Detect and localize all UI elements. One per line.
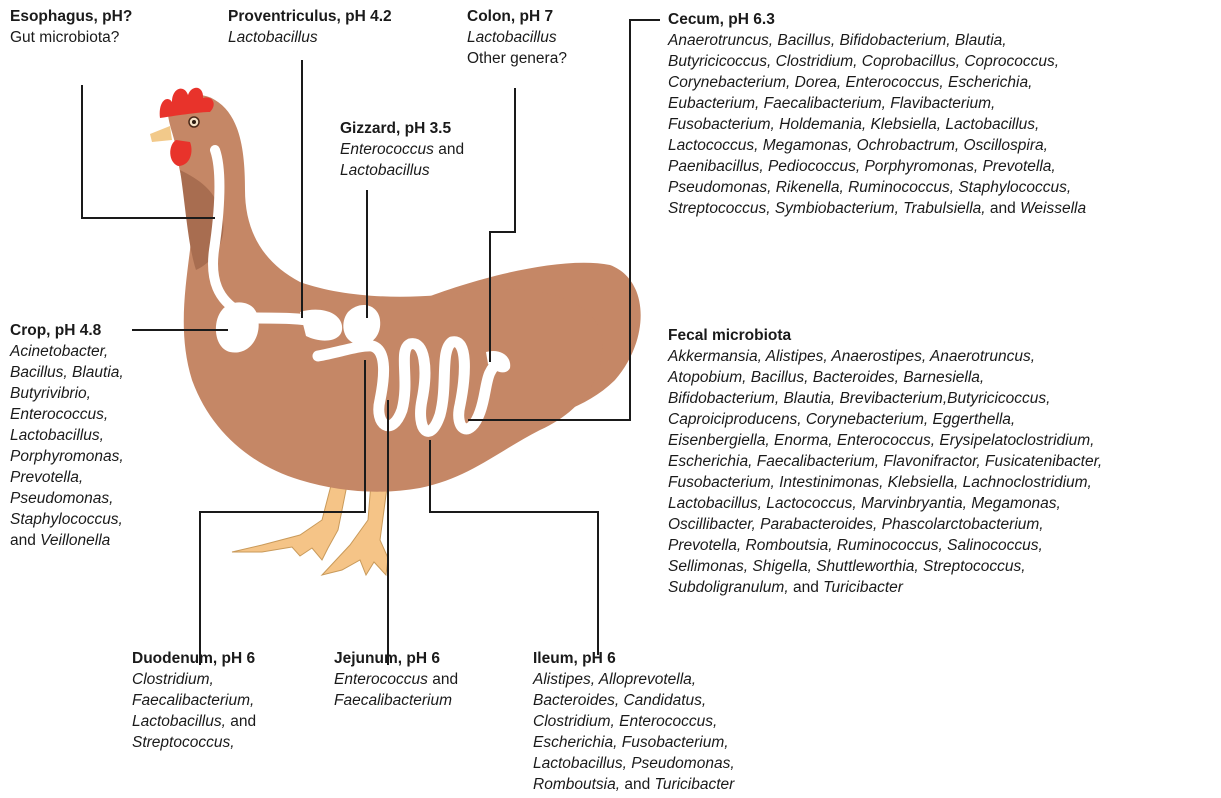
fecal-line: Bifidobacterium, Blautia, Brevibacterium…	[668, 388, 1102, 409]
gizzard-title: Gizzard, pH 3.5	[340, 118, 464, 139]
fecal-title: Fecal microbiota	[668, 325, 1102, 346]
ileum-line: Bacteroides, Candidatus,	[533, 690, 735, 711]
label-esophagus: Esophagus, pH? Gut microbiota?	[10, 6, 132, 48]
proventriculus-title: Proventriculus, pH 4.2	[228, 6, 392, 27]
ileum-line: Escherichia, Fusobacterium,	[533, 732, 735, 753]
duodenum-line4: Streptococcus,	[132, 732, 256, 753]
beak	[150, 126, 172, 142]
fecal-line: Oscillibacter, Parabacteroides, Phascola…	[668, 514, 1102, 535]
fecal-line: Prevotella, Romboutsia, Ruminococcus, Sa…	[668, 535, 1102, 556]
fecal-line: Atopobium, Bacillus, Bacteroides, Barnes…	[668, 367, 1102, 388]
label-ileum: Ileum, pH 6 Alistipes, Alloprevotella, B…	[533, 648, 735, 795]
duodenum-title: Duodenum, pH 6	[132, 648, 256, 669]
cecum-line: Eubacterium, Faecalibacterium, Flavibact…	[668, 93, 1086, 114]
crop-line: Bacillus, Blautia,	[10, 362, 124, 383]
fecal-line: Fusobacterium, Intestinimonas, Klebsiell…	[668, 472, 1102, 493]
ileum-line: Alistipes, Alloprevotella,	[533, 669, 735, 690]
colon-body: Lactobacillus	[467, 27, 567, 48]
label-duodenum: Duodenum, pH 6 Clostridium, Faecalibacte…	[132, 648, 256, 753]
label-cecum: Cecum, pH 6.3 Anaerotruncus, Bacillus, B…	[668, 9, 1086, 219]
fecal-line: Akkermansia, Alistipes, Anaerostipes, An…	[668, 346, 1102, 367]
gizzard-line1: Enterococcus and	[340, 139, 464, 160]
label-colon: Colon, pH 7 Lactobacillus Other genera?	[467, 6, 567, 69]
crop-line: Prevotella,	[10, 467, 124, 488]
cecum-line: Fusobacterium, Holdemania, Klebsiella, L…	[668, 114, 1086, 135]
jejunum-title: Jejunum, pH 6	[334, 648, 458, 669]
cecum-line: Butyricicoccus, Clostridium, Coprobacill…	[668, 51, 1086, 72]
label-gizzard: Gizzard, pH 3.5 Enterococcus and Lactoba…	[340, 118, 464, 181]
crop-line: Lactobacillus,	[10, 425, 124, 446]
cecum-line: Lactococcus, Megamonas, Ochrobactrum, Os…	[668, 135, 1086, 156]
jejunum-line1: Enterococcus and	[334, 669, 458, 690]
duodenum-line: Clostridium,	[132, 669, 256, 690]
cecum-line: Pseudomonas, Rikenella, Ruminococcus, St…	[668, 177, 1086, 198]
crop-line: Acinetobacter,	[10, 341, 124, 362]
fecal-line-last: Subdoligranulum, and Turicibacter	[668, 577, 1102, 598]
ileum-title: Ileum, pH 6	[533, 648, 735, 669]
jejunum-line2: Faecalibacterium	[334, 690, 458, 711]
cecum-line: Paenibacillus, Pediococcus, Porphyromona…	[668, 156, 1086, 177]
ileum-line-last: Romboutsia, and Turicibacter	[533, 774, 735, 795]
proventriculus-body: Lactobacillus	[228, 27, 392, 48]
ileum-line: Lactobacillus, Pseudomonas,	[533, 753, 735, 774]
label-proventriculus: Proventriculus, pH 4.2 Lactobacillus	[228, 6, 392, 48]
label-crop: Crop, pH 4.8 Acinetobacter, Bacillus, Bl…	[10, 320, 124, 551]
colon-body2: Other genera?	[467, 48, 567, 69]
cecum-line: Anaerotruncus, Bacillus, Bifidobacterium…	[668, 30, 1086, 51]
fecal-line: Escherichia, Faecalibacterium, Flavonifr…	[668, 451, 1102, 472]
crop-line-last: and Veillonella	[10, 530, 124, 551]
crop-line: Porphyromonas,	[10, 446, 124, 467]
crop-title: Crop, pH 4.8	[10, 320, 124, 341]
gizzard-line2: Lactobacillus	[340, 160, 464, 181]
cecum-title: Cecum, pH 6.3	[668, 9, 1086, 30]
cecum-line: Corynebacterium, Dorea, Enterococcus, Es…	[668, 72, 1086, 93]
label-jejunum: Jejunum, pH 6 Enterococcus and Faecaliba…	[334, 648, 458, 711]
colon-title: Colon, pH 7	[467, 6, 567, 27]
esophagus-title: Esophagus, pH?	[10, 6, 132, 27]
fecal-line: Lactobacillus, Lactococcus, Marvinbryant…	[668, 493, 1102, 514]
ileum-line: Clostridium, Enterococcus,	[533, 711, 735, 732]
label-fecal: Fecal microbiota Akkermansia, Alistipes,…	[668, 325, 1102, 598]
fecal-line: Sellimonas, Shigella, Shuttleworthia, St…	[668, 556, 1102, 577]
duodenum-line: Faecalibacterium,	[132, 690, 256, 711]
fecal-line: Caproiciproducens, Corynebacterium, Egge…	[668, 409, 1102, 430]
crop-line: Pseudomonas,	[10, 488, 124, 509]
esophagus-body: Gut microbiota?	[10, 27, 132, 48]
crop-line: Butyrivibrio,	[10, 383, 124, 404]
cecum-line-last: Streptococcus, Symbiobacterium, Trabulsi…	[668, 198, 1086, 219]
fecal-line: Eisenbergiella, Enorma, Enterococcus, Er…	[668, 430, 1102, 451]
crop-line: Enterococcus,	[10, 404, 124, 425]
duodenum-line3: Lactobacillus, and	[132, 711, 256, 732]
crop-line: Staphylococcus,	[10, 509, 124, 530]
